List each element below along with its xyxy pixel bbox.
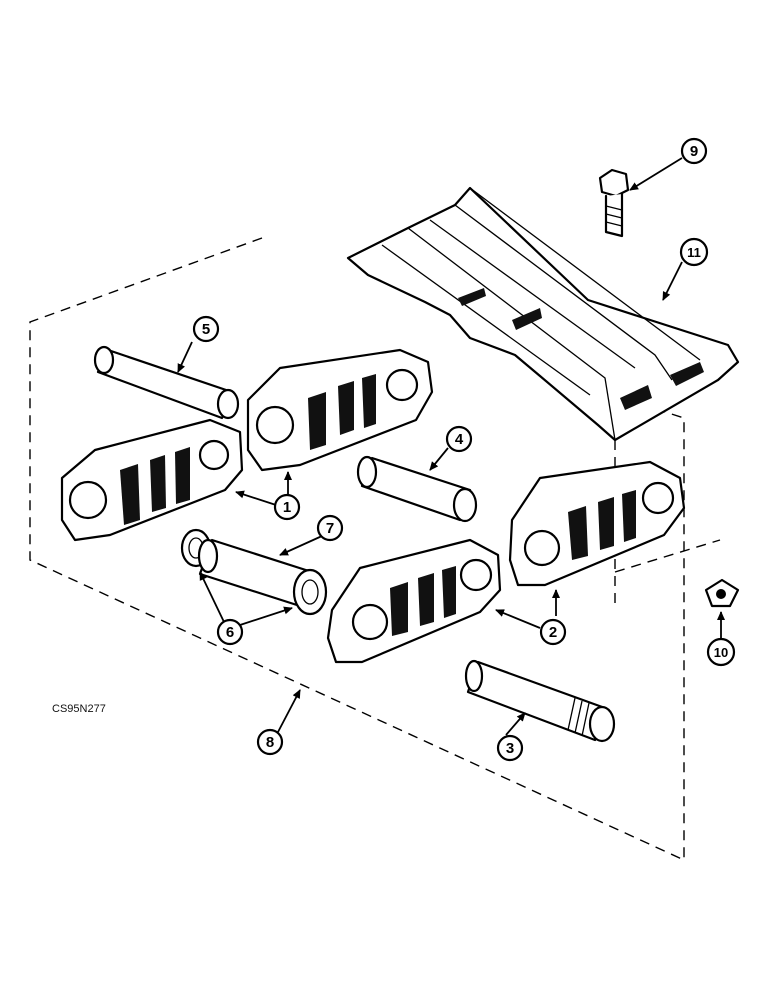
callout-11: 11 — [679, 237, 709, 267]
callout-6: 6 — [216, 618, 244, 646]
pin-7 — [197, 538, 328, 616]
link-2-right — [508, 460, 686, 587]
svg-text:8: 8 — [266, 734, 274, 751]
svg-text:1: 1 — [283, 499, 291, 516]
track-shoe — [346, 186, 740, 442]
svg-text:11: 11 — [687, 245, 701, 260]
link-2-center — [326, 538, 502, 664]
callout-9: 9 — [680, 137, 708, 165]
pin-3 — [464, 659, 616, 743]
leaders — [177, 157, 725, 736]
link-1-lower — [60, 418, 244, 542]
svg-text:2: 2 — [549, 624, 557, 641]
svg-text:10: 10 — [714, 645, 728, 660]
svg-text:6: 6 — [226, 624, 234, 641]
callout-2: 2 — [539, 618, 567, 646]
callout-5: 5 — [192, 315, 220, 343]
callout-7: 7 — [316, 514, 344, 542]
svg-text:4: 4 — [455, 431, 464, 448]
svg-text:5: 5 — [202, 321, 210, 338]
svg-text:3: 3 — [506, 740, 514, 757]
bushing-4 — [356, 455, 478, 523]
svg-text:9: 9 — [690, 143, 698, 160]
callout-10: 10 — [706, 637, 736, 667]
callout-1: 1 — [273, 493, 301, 521]
callout-4: 4 — [445, 425, 473, 453]
link-1-upper — [246, 348, 434, 472]
callout-3: 3 — [496, 734, 524, 762]
figure-code: CS95N277 — [52, 703, 106, 715]
callout-8: 8 — [256, 728, 284, 756]
pin-5 — [93, 345, 240, 420]
track-nut — [704, 578, 740, 608]
svg-text:7: 7 — [326, 520, 334, 537]
track-bolt — [598, 168, 630, 238]
